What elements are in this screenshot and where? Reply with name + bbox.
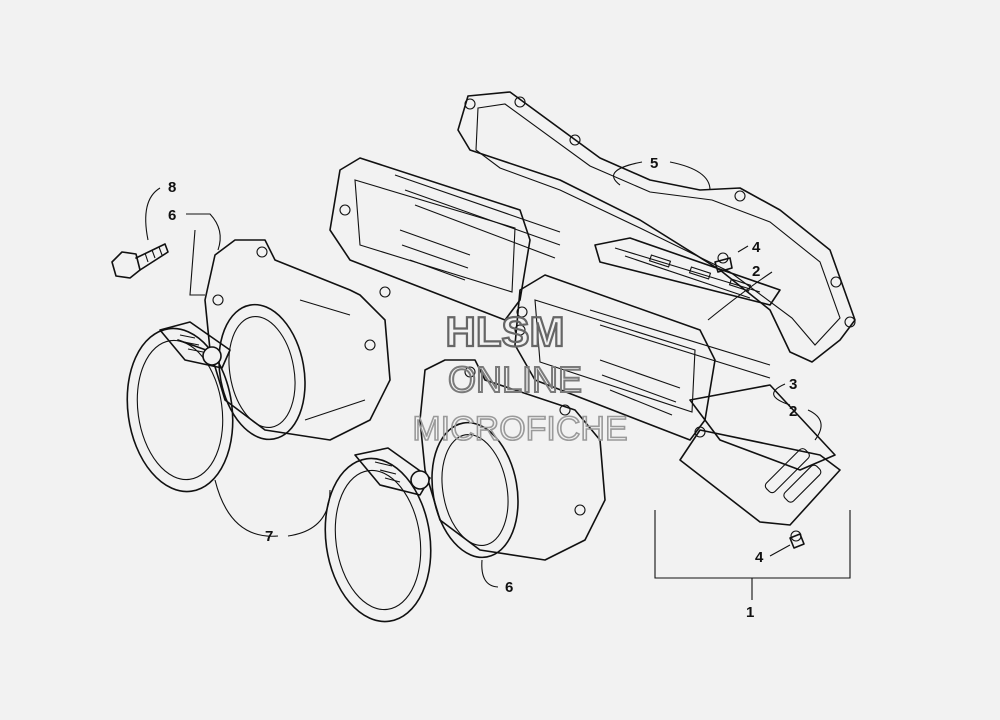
watermark: HLSM ONLINE MICROFICHE [412,307,629,449]
callout-2-lower: 2 [789,403,797,420]
callout-4-upper: 4 [752,239,761,256]
callout-7: 7 [265,528,273,545]
watermark-line3: MICROFICHE [412,410,627,448]
intake-boot-left [204,239,391,441]
gasket-5 [457,91,856,363]
hose-clamp-right [324,447,432,623]
stopper-plate [679,429,841,526]
callout-6-upper: 6 [168,207,176,224]
callout-1: 1 [746,604,754,621]
reed-petal-upper [594,237,781,306]
reed-petal-lower [689,384,836,471]
screw-4-upper [714,252,733,273]
bolt-8 [111,243,169,279]
reed-cage-left [329,157,561,321]
intake-boot-right [419,359,606,561]
callout-8: 8 [168,179,176,196]
hose-clamp-left [126,321,234,493]
callout-5: 5 [650,155,658,172]
watermark-line2: ONLINE [448,359,582,400]
callout-6-lower: 6 [505,579,513,596]
callout-2-upper: 2 [752,263,760,280]
callout-3: 3 [789,376,797,393]
callouts: 8 6 5 4 2 3 2 7 6 4 1 [168,155,797,621]
callout-4-lower: 4 [755,549,764,566]
watermark-line1: HLSM [446,308,565,355]
screw-4-lower [789,530,805,549]
leader-lines [145,161,851,600]
